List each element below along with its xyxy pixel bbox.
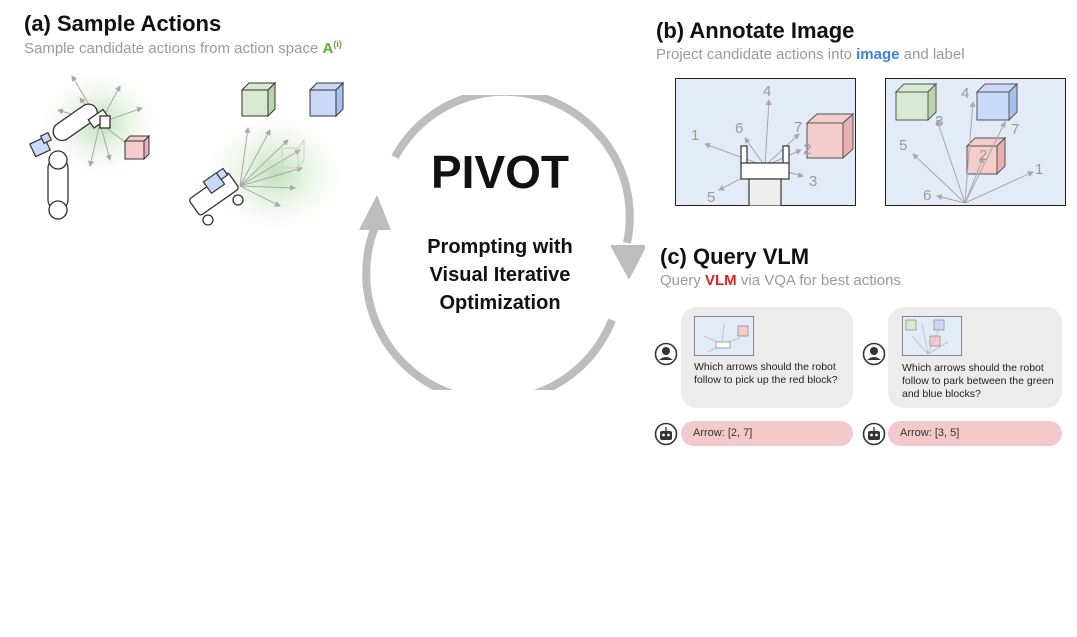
- panel-c-subtitle-suffix: via VQA for best actions: [736, 272, 901, 289]
- pivot-subtitle-line1: Prompting with: [427, 236, 573, 258]
- action-space-symbol: A: [322, 40, 334, 57]
- svg-text:2: 2: [803, 141, 811, 158]
- svg-text:1: 1: [1035, 161, 1043, 178]
- svg-text:4: 4: [763, 83, 771, 100]
- pivot-subtitle-line3: Optimization: [439, 292, 561, 314]
- red-block-image: [805, 112, 855, 160]
- panel-b-title: (b) Annotate Image: [656, 18, 855, 43]
- answer-bubble-2: Arrow: [3, 5]: [888, 421, 1062, 446]
- svg-text:5: 5: [899, 137, 907, 154]
- svg-text:4: 4: [961, 85, 969, 102]
- robot-arm-left: [47, 103, 111, 220]
- user-avatar-icon: [862, 342, 886, 366]
- projected-arrows-right: [912, 101, 1034, 204]
- panel-a-title: (a) Sample Actions: [24, 11, 222, 36]
- svg-text:3: 3: [935, 113, 943, 130]
- green-block-a: [240, 81, 277, 118]
- panel-a-illustration: [28, 71, 345, 231]
- panel-a-subtitle: Sample candidate actions from action spa…: [24, 39, 342, 57]
- ghost-block-outline: [281, 138, 305, 170]
- panel-b-subtitle-suffix: and label: [899, 46, 965, 63]
- svg-text:3: 3: [809, 173, 817, 190]
- svg-text:1: 1: [691, 127, 699, 144]
- mobile-robot-right: [189, 172, 244, 226]
- arrow-labels-left: 1 2 3 4 5 6 7: [691, 83, 817, 206]
- pivot-title: PIVOT: [430, 146, 570, 198]
- svg-text:2: 2: [979, 147, 987, 164]
- svg-text:7: 7: [1011, 121, 1019, 138]
- robot-avatar-icon: [654, 422, 678, 446]
- svg-text:5: 5: [707, 189, 715, 206]
- cycle-arrow-icon: [359, 95, 645, 390]
- panel-c-subtitle-text: Query: [660, 272, 706, 289]
- svg-text:6: 6: [923, 187, 931, 204]
- panel-c-subtitle-highlight: VLM: [705, 272, 737, 289]
- camera-icon: [28, 131, 53, 158]
- pivot-subtitle-line2: Visual Iterative: [429, 264, 571, 286]
- user-avatar-icon: [654, 342, 678, 366]
- panel-b-subtitle-text: Project candidate actions into: [656, 46, 857, 63]
- annotated-image-left: 1 2 3 4 5 6 7: [675, 78, 856, 206]
- blue-block-image: [975, 82, 1019, 122]
- robot-avatar-icon: [862, 422, 886, 446]
- query-thumbnail-1: [694, 316, 754, 356]
- query-text-2: Which arrows should the robot follow to …: [902, 362, 1054, 400]
- camera-icon: [202, 167, 229, 195]
- answer-bubble-1: Arrow: [2, 7]: [681, 421, 853, 446]
- candidate-arrows-right: [239, 127, 303, 207]
- green-block-image: [894, 82, 938, 122]
- pivot-subtitle: Prompting with Visual Iterative Optimiza…: [390, 233, 610, 317]
- arrow-labels-right: 1 2 3 4 5 6 7: [899, 85, 1043, 204]
- red-block-left: [123, 134, 151, 161]
- svg-text:7: 7: [794, 119, 802, 136]
- svg-text:6: 6: [735, 120, 743, 137]
- action-space-superscript: (i): [333, 39, 342, 49]
- panel-b-subtitle-highlight: image: [856, 46, 900, 63]
- panel-a-subtitle-text: Sample candidate actions from action spa…: [24, 40, 323, 57]
- blue-block-a: [308, 81, 345, 118]
- query-text-1: Which arrows should the robot follow to …: [694, 361, 838, 386]
- gripper-image: [740, 145, 790, 206]
- annotated-image-right: 1 2 3 4 5 6 7: [885, 78, 1066, 206]
- query-thumbnail-2: [902, 316, 962, 356]
- panel-c-title: (c) Query VLM: [660, 244, 810, 269]
- panel-c-subtitle: Query VLM via VQA for best actions: [660, 272, 901, 289]
- panel-b-subtitle: Project candidate actions into image and…: [656, 46, 965, 63]
